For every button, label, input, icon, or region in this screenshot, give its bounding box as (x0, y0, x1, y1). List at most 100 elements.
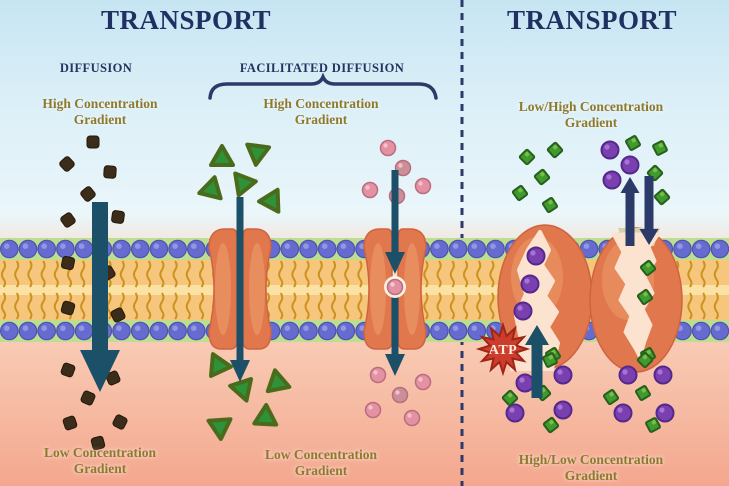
purple-solute-particle (602, 170, 622, 190)
label-line: Gradient (73, 112, 127, 127)
pink-solute-particle (414, 177, 432, 195)
label-line: High/Low Concentration (518, 452, 664, 467)
phospholipid-head-icon (691, 239, 711, 259)
phospholipid-head-icon (448, 321, 468, 341)
purple-solute-particle (515, 373, 535, 393)
diamond-solute-particle (636, 351, 654, 369)
phospholipid-head-highlight (60, 243, 66, 249)
phospholipid-head-highlight (583, 243, 590, 249)
phospholipid-head-icon (0, 321, 19, 341)
purple-solute-particle (520, 274, 540, 294)
channel-protein-highlight (215, 243, 231, 335)
diffusion-high-concentration-label: High Concentration Gradient (5, 96, 195, 128)
lipid-tail-icon (423, 260, 429, 288)
phospholipid-head-icon (56, 321, 75, 341)
phospholipid-head-icon (317, 239, 337, 259)
lipid-tail-icon (291, 292, 297, 320)
lipid-tail-icon (53, 260, 59, 288)
lipid-tail-icon (304, 260, 310, 288)
active-bottom-concentration-label: High/Low Concentration Gradient (476, 452, 706, 484)
label-line: Low Concentration (43, 445, 157, 460)
phospholipid-head-icon (112, 239, 131, 259)
lipid-tail-icon (14, 292, 20, 320)
phospholipid-head-icon (56, 239, 75, 259)
lipid-tail-icon (185, 260, 191, 288)
phospholipid-head-highlight (434, 325, 440, 332)
phospholipid-head-icon (430, 239, 449, 259)
triangle-solute-particle (252, 403, 279, 427)
purple-solute-particle (620, 155, 640, 175)
lipid-tail-icon (80, 292, 86, 320)
lipid-tail-icon (330, 260, 337, 288)
facilitated-diffusion-section-label: FACILITATED DIFFUSION (239, 61, 405, 75)
phospholipid-head-highlight (116, 243, 122, 249)
lipid-tail-icon (198, 260, 205, 288)
diffusion-solute-particle (103, 165, 117, 179)
diamond-solute-particle (652, 140, 668, 156)
label-line: Gradient (294, 112, 348, 127)
lipid-tail-icon (476, 292, 482, 320)
lipid-tail-icon (278, 292, 284, 320)
pink-solute-particle (403, 409, 421, 427)
diamond-solute-particle (511, 184, 529, 202)
active-transport-title: TRANSPORT (506, 5, 678, 35)
lipid-tail-icon (462, 260, 469, 288)
lipid-tail-icon (198, 292, 205, 320)
purple-solute-particle (600, 140, 620, 160)
label-line: Gradient (564, 468, 618, 483)
lipid-tail-icon (119, 260, 125, 288)
lipid-tail-icon (80, 260, 86, 288)
phospholipid-head-icon (336, 239, 356, 259)
membrane-mid-gap (0, 285, 729, 295)
purple-solute-particle (655, 403, 675, 423)
triangle-solute-particle (265, 368, 292, 394)
lipid-tail-icon (449, 260, 455, 288)
diffusion-solute-particle (60, 300, 76, 316)
phospholipid-head-icon (168, 239, 187, 259)
purple-solute-particle (553, 365, 573, 385)
diamond-solute-particle (639, 259, 657, 277)
phospholipid-head-icon (187, 239, 206, 259)
lipid-tail-icon (146, 292, 152, 320)
lipid-tail-icon (489, 260, 495, 288)
triangle-solute-particle (208, 352, 233, 378)
lipid-tail-icon (40, 292, 46, 320)
diffusion-solute-particle (105, 370, 121, 386)
channel-protein-highlight (370, 243, 386, 335)
pump-up-arrow (525, 325, 549, 398)
triangle-solute-particle (245, 142, 272, 167)
lipid-tail-icon (357, 260, 363, 288)
phospholipid-head-icon (710, 239, 729, 259)
phospholipid-head-highlight (78, 325, 85, 332)
diamond-solute-particle (635, 385, 651, 401)
diffusion-solute-particle (110, 307, 126, 323)
phospholipid-head-highlight (303, 243, 309, 249)
triangle-solute-particle (257, 187, 281, 214)
lipid-tail-icon (700, 260, 706, 288)
phospholipid-head-icon (0, 239, 19, 259)
phospholipid-head-highlight (191, 243, 197, 249)
phospholipid-head-highlight (359, 325, 365, 332)
phospholipid-head-icon (299, 321, 318, 341)
facilitated-low-concentration-label: Low Concentration Gradient (226, 447, 416, 479)
phospholipid-head-icon (74, 321, 94, 341)
diamond-solute-particle (625, 135, 641, 151)
diffusion-solute-particle (59, 156, 75, 172)
triangle-solute-particle (206, 417, 233, 441)
lipid-tail-icon (0, 260, 7, 288)
diffusion-solute-particle (80, 390, 96, 406)
phospholipid-head-icon (673, 239, 692, 259)
channel-protein-highlight (404, 243, 420, 335)
pink-solute-particle (414, 373, 432, 391)
phospholipid-head-icon (149, 239, 169, 259)
diffusion-solute-particle (86, 135, 100, 149)
phospholipid-head-highlight (321, 325, 328, 332)
lipid-tail-icon (278, 260, 284, 288)
phospholipid-head-icon (149, 321, 169, 341)
phospholipid-head-highlight (4, 325, 10, 332)
diamond-solute-particle (636, 288, 654, 306)
label-line: High Concentration (263, 96, 379, 111)
phospholipid-head-highlight (471, 243, 478, 249)
phospholipid-head-highlight (134, 325, 141, 332)
triangle-solute-particle (228, 377, 254, 403)
